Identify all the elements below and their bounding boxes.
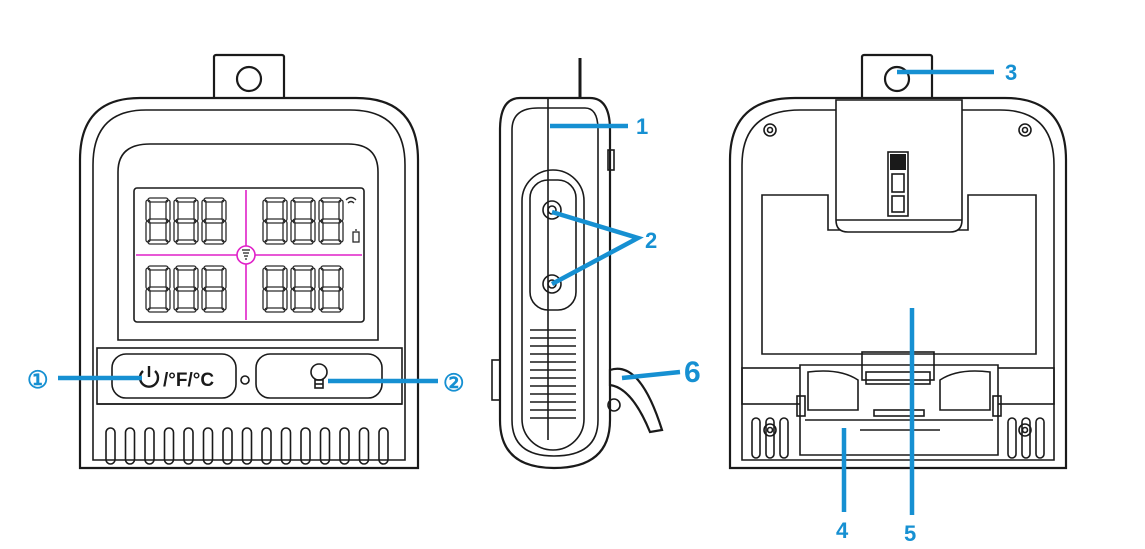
- lcd-digit: [173, 265, 199, 313]
- front-vents: [105, 427, 389, 465]
- back-callout-4: 4: [836, 428, 849, 543]
- svg-text:②: ②: [443, 370, 465, 397]
- front-view: /°F/°C ① ②: [27, 53, 465, 470]
- lightbulb-icon: [310, 363, 328, 389]
- back-callout-3: 3: [897, 60, 1017, 85]
- front-callout-1: ①: [27, 367, 142, 394]
- lcd-digit: [290, 265, 316, 313]
- side-callout-2: 2: [550, 209, 657, 286]
- side-view: 1 2 6: [491, 58, 701, 470]
- side-probe-track: [521, 169, 585, 451]
- svg-text:3: 3: [1005, 60, 1017, 85]
- signal-icon: [242, 249, 250, 260]
- lcd-digit: [262, 197, 288, 245]
- lcd-digit: [318, 197, 344, 245]
- unit-button-label: /°F/°C: [163, 370, 214, 391]
- lcd-digit: [173, 197, 199, 245]
- kickstand: [835, 99, 963, 233]
- probe-jack-upper: [542, 200, 562, 220]
- svg-text:①: ①: [27, 367, 49, 394]
- back-vents: [751, 417, 1045, 459]
- dip-switch[interactable]: [887, 151, 909, 217]
- svg-text:1: 1: [636, 114, 648, 139]
- lcd-digit: [201, 197, 227, 245]
- lcd-digit: [290, 197, 316, 245]
- backlight-button[interactable]: [255, 353, 383, 399]
- svg-text:4: 4: [836, 518, 849, 543]
- side-grip-ribs: [530, 329, 576, 419]
- front-callout-2: ②: [328, 370, 465, 397]
- lcd-digit: [318, 265, 344, 313]
- probe-holder: [796, 351, 1002, 456]
- svg-text:2: 2: [645, 228, 657, 253]
- lcd-grid-center: [236, 245, 256, 265]
- button-separator-dot: [240, 375, 250, 385]
- back-view: 3 4 5: [728, 53, 1068, 546]
- side-callout-1: 1: [550, 114, 648, 139]
- lcd-screen: [133, 187, 365, 323]
- screw-holes: [763, 123, 1032, 437]
- lcd-digit: [262, 265, 288, 313]
- svg-text:5: 5: [904, 521, 916, 546]
- lcd-digit: [145, 265, 171, 313]
- front-hanging-tab: [212, 53, 286, 107]
- lcd-digit: [201, 265, 227, 313]
- wifi-icon: [345, 196, 357, 204]
- lcd-digits: [145, 197, 344, 313]
- back-callout-5: 5: [904, 308, 916, 546]
- lcd-digit: [145, 197, 171, 245]
- probe-jack-lower: [542, 274, 562, 294]
- battery-cover: [761, 194, 1037, 355]
- battery-icon: [352, 229, 360, 243]
- side-stand: [607, 367, 664, 434]
- power-unit-button[interactable]: /°F/°C: [111, 353, 237, 399]
- side-callout-6: 6: [621, 356, 701, 389]
- svg-text:6: 6: [684, 356, 701, 389]
